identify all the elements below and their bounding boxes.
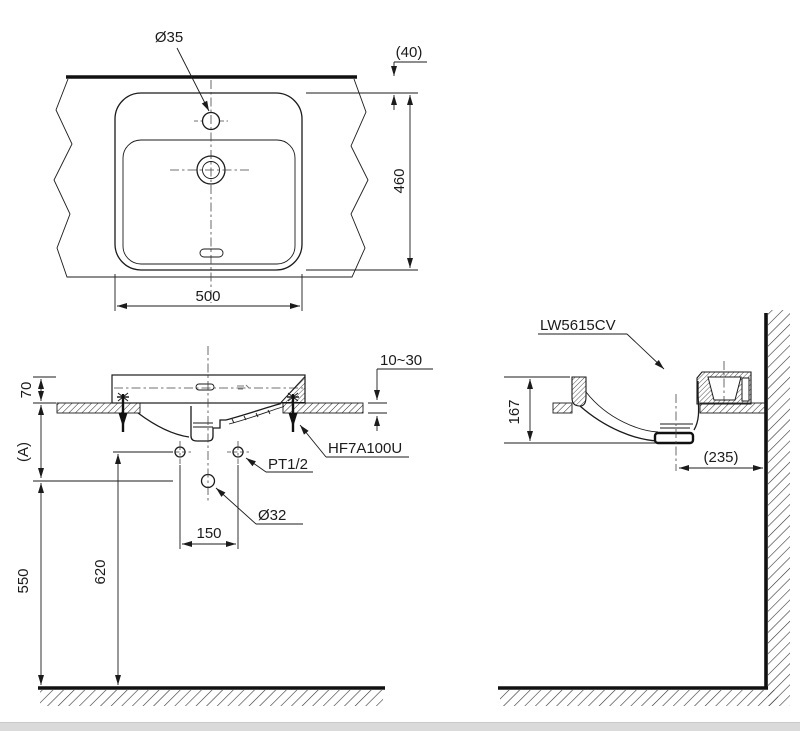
supply-spacing-label: 150 <box>196 525 221 542</box>
basin-rim-front <box>111 374 306 404</box>
dim-supply-spacing: 150 <box>179 465 239 549</box>
edge-offset-label: (40) <box>396 44 423 61</box>
drain-hole-label: Ø32 <box>258 507 286 524</box>
faucet-hole-label: Ø35 <box>155 29 183 46</box>
bowl-height-label: 167 <box>506 399 523 424</box>
dim-height-a: (A) <box>15 405 44 478</box>
label-fixing-kit: HF7A100U <box>299 424 409 458</box>
height-a-label: (A) <box>15 442 32 462</box>
model-label: LW5615CV <box>540 317 616 334</box>
dim-faucet-hole: Ø35 <box>155 29 210 112</box>
dim-supply-to-floor: 620 <box>92 451 173 685</box>
overflow-slot-plan <box>199 248 224 258</box>
dim-drain-to-wall: (235) <box>679 449 763 471</box>
label-drain-hole: Ø32 <box>215 487 303 525</box>
basin-inner-rim <box>122 139 296 265</box>
fixing-kit-label: HF7A100U <box>328 440 402 457</box>
basin-outer-rim <box>114 92 303 271</box>
bowl-underside <box>137 402 285 442</box>
supply-hole-right <box>227 441 249 464</box>
counter-side-left <box>552 402 573 414</box>
width-label: 500 <box>195 288 220 305</box>
basin-section <box>571 361 752 471</box>
counter-section-right <box>282 402 364 414</box>
faucet-hole-section <box>707 376 742 401</box>
floor-hatch-left <box>40 690 383 706</box>
dim-counter-thickness: 10~30 <box>368 352 433 431</box>
drain-fitting <box>653 431 695 445</box>
supply-thread-label: PT1/2 <box>268 456 308 473</box>
drain-to-wall-label: (235) <box>703 449 738 466</box>
counter-thickness-label: 10~30 <box>380 352 422 369</box>
dim-rim-to-floor: 550 <box>15 480 173 685</box>
front-view: 70 (A) 550 620 150 PT1/2 <box>15 346 433 706</box>
side-view: 167 (235) LW5615CV <box>498 310 790 706</box>
label-supply-thread: PT1/2 <box>245 456 313 473</box>
supply-hole-left <box>169 441 191 464</box>
faucet-hole <box>201 111 221 131</box>
rear-slot <box>741 377 750 402</box>
floor-hatch-right <box>500 690 778 706</box>
fixing-bolt-right <box>287 392 299 432</box>
front-rim-bar <box>571 376 587 407</box>
counter-outline <box>53 78 369 278</box>
dim-edge-offset: (40) <box>391 44 427 110</box>
fixing-bolt-left <box>117 392 129 432</box>
rim-height-label: 70 <box>18 382 35 399</box>
dim-bowl-height: 167 <box>504 376 656 444</box>
dim-depth: 460 <box>306 92 418 271</box>
depth-label: 460 <box>391 168 408 193</box>
logo-mark <box>237 384 250 390</box>
rim-to-floor-label: 550 <box>15 568 32 593</box>
dim-rim-height: 70 <box>18 376 56 404</box>
counter-section-left <box>56 402 141 414</box>
top-view: Ø35 (40) 460 500 <box>53 29 427 311</box>
overflow-slot-front <box>195 383 215 391</box>
supply-to-floor-label: 620 <box>92 559 109 584</box>
footer-bar <box>0 722 800 731</box>
dim-width: 500 <box>114 274 303 311</box>
label-model: LW5615CV <box>538 317 665 370</box>
wall-hatch <box>768 310 790 706</box>
